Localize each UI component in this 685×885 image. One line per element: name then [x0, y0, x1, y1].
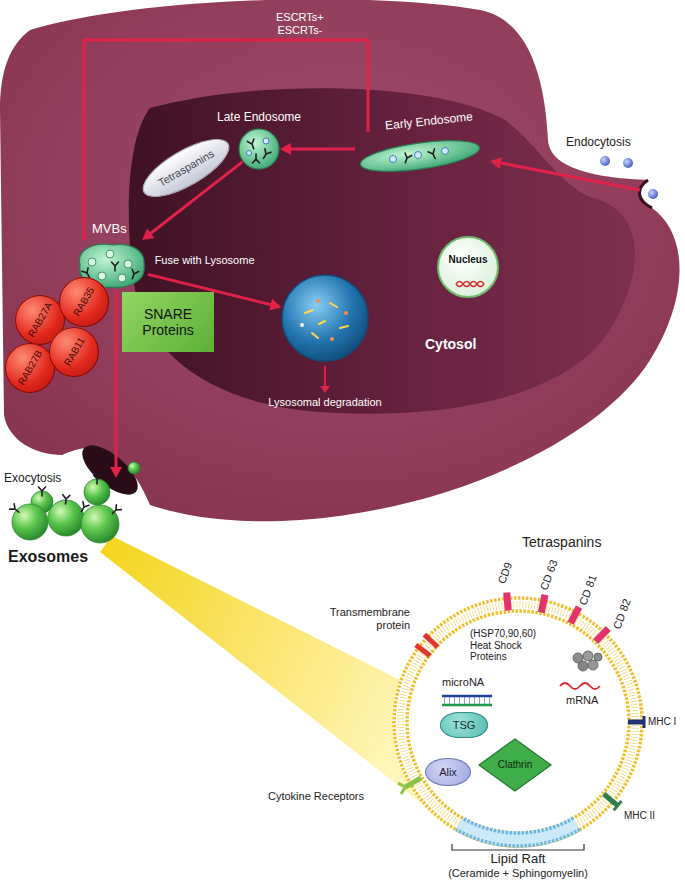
early-endosome-shape [355, 132, 485, 178]
protein-label: CD 81 [577, 573, 600, 607]
region-label: Lipid Raft [491, 852, 546, 867]
note-label: (Ceramide + Sphingomyelin) [448, 867, 588, 880]
alix-protein: Alix [425, 758, 471, 786]
tsg-protein-text: TSG [453, 719, 476, 732]
flow-arrow [110, 290, 122, 478]
edge-label: ESCRTs+ ESCRTs- [276, 11, 324, 36]
rab-protein: RAB27B [5, 343, 55, 393]
rab-protein-text: RAB27A [25, 301, 54, 340]
region-label: Cytosol [425, 336, 476, 352]
arrow-head [280, 143, 291, 155]
nucleus-text: Nucleus [449, 254, 488, 266]
lysosome: Lysosomal degradation [280, 273, 370, 363]
late-endosome: Late Endosome [238, 128, 280, 170]
rab-protein: RAB35 [59, 277, 109, 327]
arrow-head [142, 229, 154, 240]
protein-label: MHC I [648, 716, 676, 728]
protein-label: (HSP70,90,60) Heat Shock Proteins [470, 628, 550, 663]
snare-box: SNARE Proteins [122, 292, 214, 352]
exosome-cluster-shape [0, 478, 125, 544]
early-endosome: Early Endosome [355, 132, 485, 178]
protein-label: CD 82 [611, 597, 634, 631]
late-endosome-shape [238, 128, 280, 170]
molecule-label: mRNA [566, 694, 598, 707]
edge-label: Fuse with Lysosome [155, 254, 255, 267]
multivesicular-body-text: MVBs [92, 222, 127, 237]
protein-label: CD9 [495, 560, 514, 585]
group-label: Tetraspanins [522, 534, 601, 550]
snare-box-text: SNARE Proteins [142, 306, 193, 338]
protein-label: CD 63 [538, 558, 561, 592]
late-endosome-text: Late Endosome [217, 111, 301, 125]
flow-arrow [84, 40, 368, 240]
molecule-label: microNA [442, 676, 484, 689]
exosome-cluster-text: Exosomes [8, 548, 88, 566]
rab-protein-text: RAB27B [15, 349, 44, 388]
flow-arrow [280, 143, 355, 155]
flow-line [84, 40, 368, 240]
tsg-protein: TSG [440, 712, 488, 738]
protein-label: MHC II [624, 810, 655, 822]
flow-line [115, 290, 118, 469]
rab-protein-text: RAB11 [61, 336, 86, 369]
arrow-head [269, 299, 281, 311]
alix-protein-text: Alix [439, 766, 457, 779]
rab-protein: RAB11 [49, 327, 99, 377]
clathrin-diamond-text: Clathrin [498, 759, 532, 771]
clathrin-diamond: Clathrin [478, 738, 552, 792]
nucleus: Nucleus [437, 236, 499, 298]
rab-protein-text: RAB35 [71, 285, 97, 318]
exosome-cluster: Exosomes [0, 478, 125, 544]
process-label: Endocytosis [566, 136, 631, 150]
lysosome-text: Lysosomal degradation [268, 396, 381, 409]
nucleus-shape [439, 238, 501, 300]
protein-label: Cytokine Receptors [268, 790, 364, 803]
process-label: Exocytosis [4, 472, 61, 486]
arrow-head [110, 467, 122, 478]
lysosome-shape [280, 273, 370, 363]
protein-label: Transmembrane protein [330, 606, 410, 631]
flow-line [289, 148, 355, 151]
